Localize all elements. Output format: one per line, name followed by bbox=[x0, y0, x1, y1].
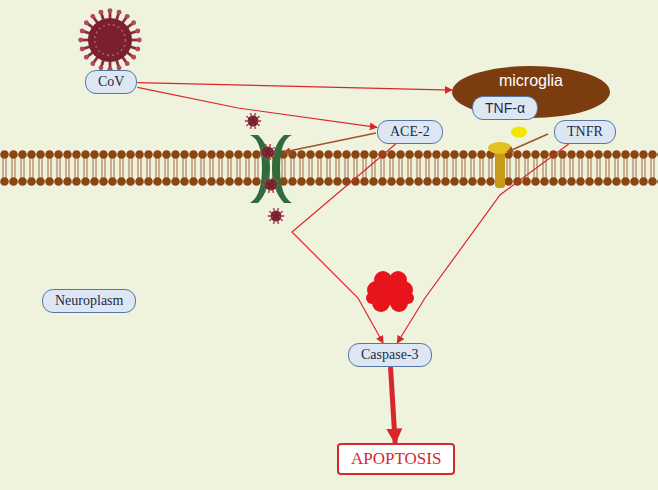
label-box: ACE-2 bbox=[377, 120, 443, 144]
ace2-channel bbox=[250, 135, 270, 203]
arrow bbox=[138, 87, 378, 127]
node-text: APOPTOSIS bbox=[351, 449, 441, 469]
caspase-blob bbox=[366, 271, 414, 312]
node-text: CoV bbox=[98, 74, 124, 90]
virus-particles bbox=[245, 113, 285, 224]
outcome-box: APOPTOSIS bbox=[337, 443, 455, 475]
leader-line bbox=[507, 134, 548, 152]
tnf-ligand bbox=[511, 127, 527, 138]
microglia-cell: microgliaTNF-α bbox=[452, 66, 610, 118]
label-box: CoV bbox=[85, 70, 137, 94]
node-text: ACE-2 bbox=[390, 124, 430, 140]
cell-membrane bbox=[0, 150, 658, 186]
label-box: TNF-α bbox=[472, 96, 538, 120]
coronavirus bbox=[78, 8, 141, 71]
node-text: TNFR bbox=[567, 124, 603, 140]
arrow bbox=[138, 83, 453, 91]
label-box: Caspase-3 bbox=[348, 343, 432, 367]
node-text: Caspase-3 bbox=[361, 347, 419, 363]
node-text: Neuroplasm bbox=[55, 293, 123, 309]
arrow bbox=[391, 367, 396, 443]
ace2-channel bbox=[272, 135, 292, 203]
arrow bbox=[397, 144, 569, 343]
label-box: Neuroplasm bbox=[42, 289, 136, 313]
arrow bbox=[292, 144, 396, 343]
node-text: microglia bbox=[452, 66, 610, 90]
node-text: TNF-α bbox=[485, 100, 525, 116]
leader-line bbox=[284, 133, 376, 152]
label-box: TNFR bbox=[554, 120, 616, 144]
